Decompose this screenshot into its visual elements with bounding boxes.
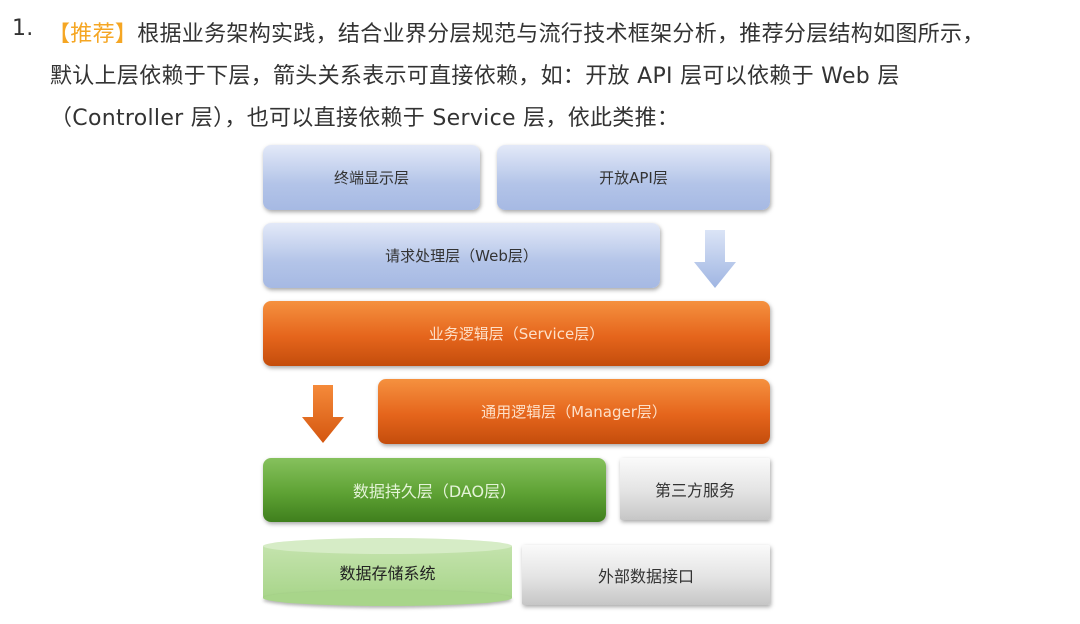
list-number: 1.: [12, 16, 34, 41]
storage-system-cylinder: 数据存储系统: [263, 538, 512, 606]
web-layer: 请求处理层（Web层）: [263, 223, 660, 288]
blue-down-arrow-icon: [694, 230, 736, 288]
paragraph-line-3: （Controller 层），也可以直接依赖于 Service 层，依此类推：: [50, 106, 680, 131]
external-data-interface: 外部数据接口: [522, 545, 770, 605]
paragraph-line-2: 默认上层依赖于下层，箭头关系表示可直接依赖，如：开放 API 层可以依赖于 We…: [50, 64, 900, 89]
manager-layer: 通用逻辑层（Manager层）: [378, 379, 770, 444]
recommend-tag: 【推荐】: [48, 22, 138, 47]
line1-text: 根据业务架构实践，结合业界分层规范与流行技术框架分析，推荐分层结构如图所示，: [137, 22, 985, 47]
third-party-service: 第三方服务: [620, 458, 770, 520]
storage-label: 数据存储系统: [339, 564, 436, 583]
paragraph-line-1: 【推荐】根据业务架构实践，结合业界分层规范与流行技术框架分析，推荐分层结构如图所…: [48, 16, 985, 48]
open-api-layer: 开放API层: [497, 145, 770, 210]
service-layer: 业务逻辑层（Service层）: [263, 301, 770, 366]
orange-down-arrow-icon: [302, 385, 344, 443]
terminal-layer: 终端显示层: [263, 145, 480, 210]
dao-layer: 数据持久层（DAO层）: [263, 458, 606, 522]
